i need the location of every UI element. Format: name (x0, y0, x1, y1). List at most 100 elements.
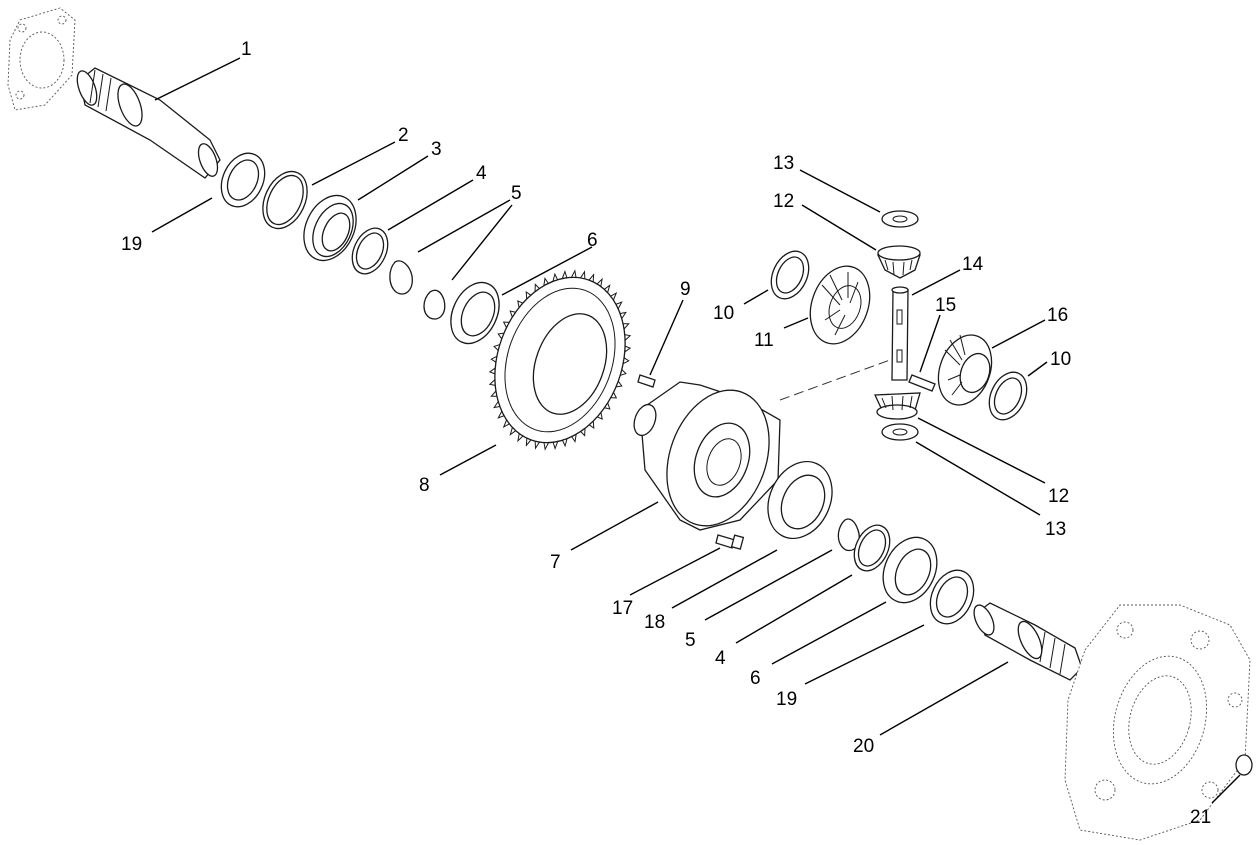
callout-19: 19 (776, 689, 797, 710)
gear-tooth (561, 438, 568, 448)
leader-6a (501, 246, 593, 296)
leader-4a (387, 179, 474, 231)
gear-tooth (490, 390, 497, 397)
callout-18: 18 (644, 612, 665, 633)
callout-14: 14 (962, 254, 984, 275)
callout-13: 13 (1045, 519, 1066, 540)
callout-15: 15 (935, 295, 956, 316)
callout-2: 2 (398, 125, 409, 146)
gear-tooth (622, 357, 630, 365)
part-4-ring-bottom (853, 524, 891, 572)
callout-20: 20 (853, 736, 874, 757)
gear-tooth (509, 427, 516, 436)
callout-19: 19 (121, 234, 142, 255)
gear-tooth (624, 345, 632, 353)
callout-4: 4 (715, 648, 726, 669)
gear-tooth (534, 441, 540, 450)
gear-tooth (502, 419, 510, 428)
gear-tooth (620, 311, 627, 319)
gear-tooth (588, 420, 595, 430)
leader-9 (649, 299, 684, 376)
leader-12b (917, 417, 1046, 484)
part-15-roll-pin (908, 374, 936, 392)
gear-tooth (552, 441, 559, 450)
callout-6: 6 (750, 668, 761, 689)
leader-5b (704, 549, 833, 621)
leader-13b (915, 441, 1041, 516)
part-14-cross-shaft (891, 286, 909, 381)
leader-7 (570, 501, 659, 551)
callout-10: 10 (713, 303, 734, 324)
gear-tooth (561, 270, 568, 279)
housing-cover-bottom (1064, 604, 1251, 841)
assembly-axis-line (779, 359, 891, 401)
gear-tooth (543, 442, 549, 451)
part-1-shaft (76, 67, 221, 179)
leader-11 (783, 317, 809, 329)
part-19-seal-bottom (929, 569, 975, 625)
gear-tooth (571, 269, 577, 278)
gear-tooth (610, 392, 618, 399)
callout-8: 8 (419, 475, 430, 496)
gear-tooth (620, 369, 627, 376)
housing-cover-top (7, 7, 76, 111)
gear-tooth (488, 379, 496, 386)
leader-15 (919, 314, 941, 373)
leader-19a (151, 197, 213, 233)
gear-tooth (534, 283, 540, 292)
callout-17: 17 (612, 598, 633, 619)
part-6-bearing-bottom (882, 536, 938, 604)
callout-labels: 1 2 3 4 5 6 19 8 9 7 10 11 13 12 14 15 1… (121, 39, 1211, 828)
gear-tooth (493, 401, 500, 409)
gear-tooth (597, 412, 603, 420)
gear-tooth (615, 301, 623, 310)
part-4-ring-top (351, 227, 389, 275)
callout-1: 1 (241, 39, 252, 60)
gear-tooth (525, 290, 532, 300)
gear-tooth (571, 434, 577, 443)
leader-4b (735, 574, 853, 644)
gear-tooth (623, 323, 630, 330)
callout-4: 4 (476, 163, 487, 184)
part-19-seal-top (220, 152, 266, 208)
part-13-washer-bottom (881, 423, 919, 441)
part-12-pinion-bottom (873, 392, 921, 420)
callout-7: 7 (550, 552, 561, 573)
leader-8 (439, 444, 497, 476)
leader-6b (771, 601, 887, 665)
callout-21: 21 (1190, 807, 1211, 828)
leader-17 (629, 547, 721, 596)
part-17-bolt (715, 534, 745, 550)
gear-tooth (488, 367, 496, 375)
leader-21 (1211, 774, 1241, 804)
gear-tooth (502, 321, 510, 328)
part-11-side-gear (809, 265, 871, 345)
callout-16: 16 (1047, 305, 1068, 326)
leader-5a-1 (417, 199, 511, 253)
gear-tooth (610, 292, 618, 301)
callout-11: 11 (754, 330, 774, 351)
part-13-washer-top (881, 210, 919, 228)
leader-2 (311, 141, 396, 186)
callout-12: 12 (1048, 486, 1069, 507)
part-18-bearing (767, 460, 833, 540)
gear-tooth (624, 334, 632, 341)
leader-1 (154, 57, 241, 101)
leader-10a (743, 289, 769, 305)
gear-tooth (509, 310, 516, 318)
gear-tooth (580, 428, 586, 437)
callout-5: 5 (685, 630, 696, 651)
part-5-snap-rings-top (389, 260, 446, 320)
leader-18 (671, 549, 778, 609)
callout-10: 10 (1050, 349, 1071, 370)
gear-tooth (543, 277, 549, 286)
callout-13: 13 (773, 153, 794, 174)
callout-12: 12 (773, 191, 794, 212)
part-8-ring-gear (488, 269, 632, 451)
gear-tooth (497, 332, 505, 340)
part-20-output-shaft (973, 602, 1083, 681)
gear-tooth (497, 410, 505, 419)
gear-tooth (552, 272, 559, 282)
